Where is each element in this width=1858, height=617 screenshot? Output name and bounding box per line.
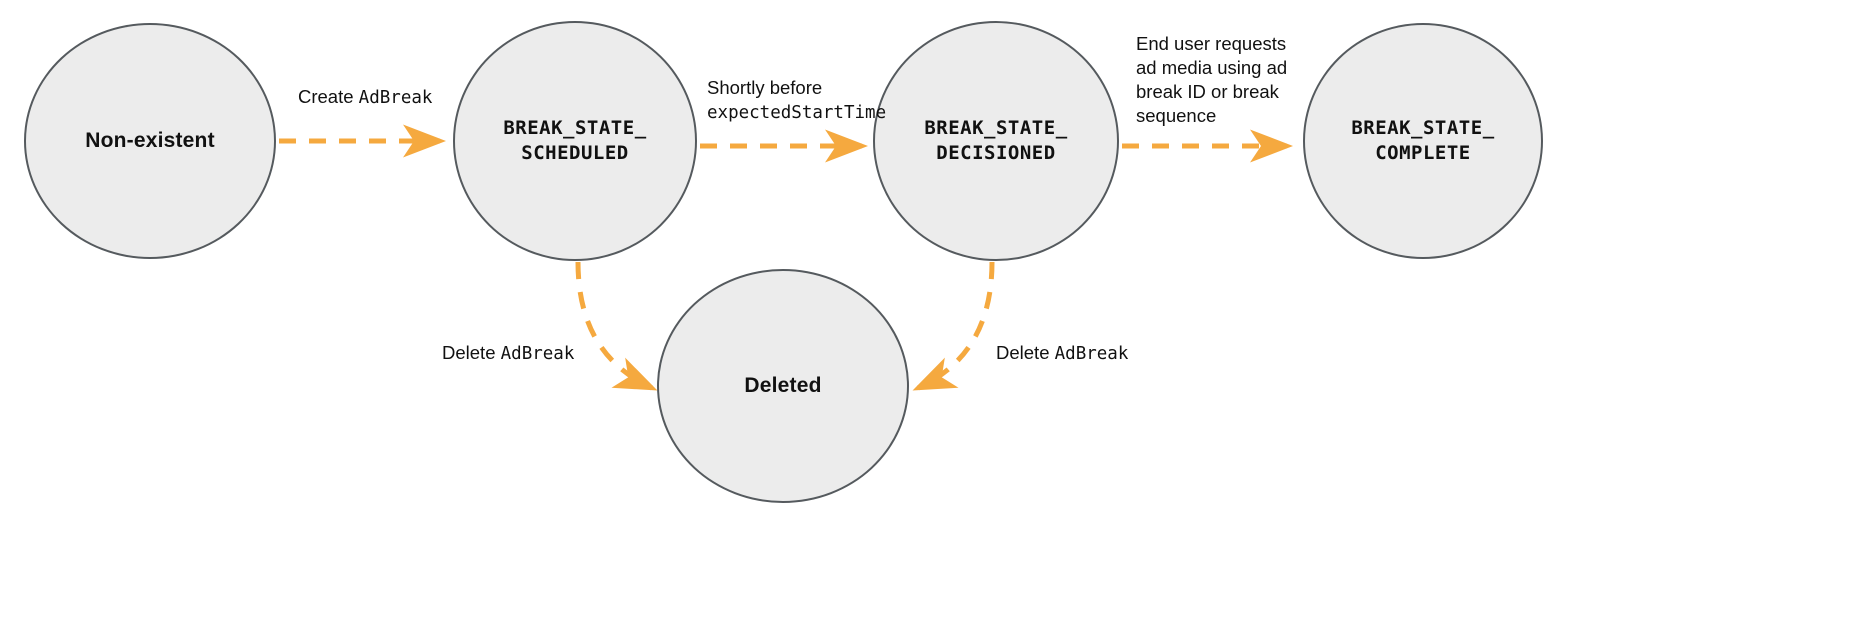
edge-delete-adbreak-from-scheduled xyxy=(575,261,658,391)
edge-label-line: expectedStartTime xyxy=(707,100,886,125)
edge-label-line: End user requests xyxy=(1136,32,1287,56)
edge-label-text: Create xyxy=(298,86,359,107)
edge-label-line: Shortly before xyxy=(707,76,886,100)
edge-label-delete-adbreak-from-decisioned: Delete AdBreak xyxy=(996,341,1128,366)
edge-label-text: break ID or break xyxy=(1136,81,1279,103)
edge-delete-adbreak-from-decisioned xyxy=(912,261,995,391)
edge-label-line: Create AdBreak xyxy=(298,85,432,110)
edge-label-line: Delete AdBreak xyxy=(442,341,574,366)
edge-label-line: ad media using ad xyxy=(1136,56,1287,80)
edge-label-create-adbreak: Create AdBreak xyxy=(298,85,432,110)
edge-label-text: End user requests xyxy=(1136,33,1287,54)
state-node-break-state-decisioned[interactable]: BREAK_STATE_ DECISIONED xyxy=(873,21,1119,261)
state-node-deleted[interactable]: Deleted xyxy=(657,269,909,503)
edge-label-line: sequence xyxy=(1136,104,1287,128)
edge-label-text: AdBreak xyxy=(1054,344,1129,364)
edge-label-text: expectedStartTime xyxy=(707,103,887,124)
edge-label-delete-adbreak-from-scheduled: Delete AdBreak xyxy=(442,341,574,366)
state-node-label: Deleted xyxy=(744,374,822,398)
state-node-label: BREAK_STATE_ COMPLETE xyxy=(1351,117,1495,164)
edge-label-text: AdBreak xyxy=(500,344,575,364)
state-node-break-state-complete[interactable]: BREAK_STATE_ COMPLETE xyxy=(1303,23,1543,259)
state-node-label: BREAK_STATE_ SCHEDULED xyxy=(503,117,647,164)
edge-label-text: Delete xyxy=(442,342,501,363)
state-node-label: BREAK_STATE_ DECISIONED xyxy=(924,117,1068,164)
edge-label-line: break ID or break xyxy=(1136,80,1287,104)
edge-label-text: Shortly before xyxy=(707,77,823,98)
state-node-non-existent[interactable]: Non-existent xyxy=(24,23,276,259)
edge-label-text: Delete xyxy=(996,342,1055,363)
state-node-label: Non-existent xyxy=(85,129,215,153)
state-node-break-state-scheduled[interactable]: BREAK_STATE_ SCHEDULED xyxy=(453,21,697,261)
edge-label-text: AdBreak xyxy=(358,88,433,108)
edge-label-text: sequence xyxy=(1136,105,1217,127)
edge-label-line: Delete AdBreak xyxy=(996,341,1128,366)
edge-label-text: ad media using ad xyxy=(1136,57,1288,79)
edge-label-shortly-before-expected-start-time: Shortly before expectedStartTime xyxy=(707,76,886,125)
